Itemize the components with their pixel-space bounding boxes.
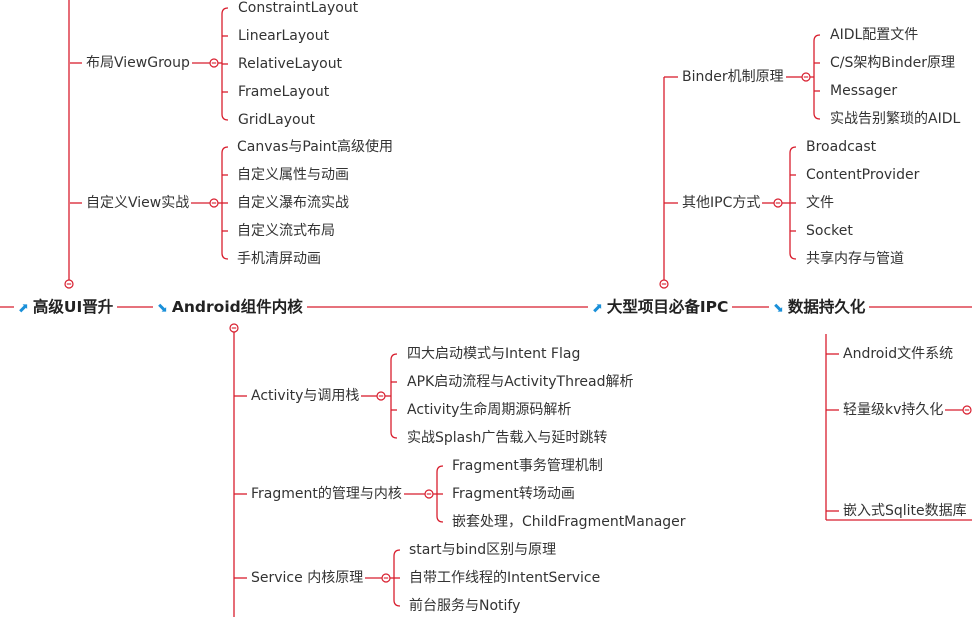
group-otheripc[interactable]: 其他IPC方式 [682,195,761,211]
main-topic-label: 大型项目必备IPC [606,298,729,316]
bracket-corner [789,252,797,260]
leaf-otheripc-2[interactable]: 文件 [806,195,834,211]
main-topic-label: 数据持久化 [787,298,866,316]
leaf-binder-3[interactable]: 实战告别繁琐的AIDL [830,111,961,127]
arrow-up-right-icon: ⬈ [18,301,29,316]
arrow-up-right-icon: ⬈ [592,301,603,316]
leaf-layout-1[interactable]: LinearLayout [238,28,330,44]
main-topic-label: 高级UI晋升 [32,298,114,316]
leaf-activity-0[interactable]: 四大启动模式与Intent Flag [407,346,581,362]
leaf-activity-2[interactable]: Activity生命周期源码解析 [407,402,572,418]
group-customview[interactable]: 自定义View实战 [86,195,190,211]
leaf-layout-2[interactable]: RelativeLayout [238,56,343,72]
leaf-layout-4[interactable]: GridLayout [238,112,315,128]
group-activity[interactable]: Activity与调用栈 [251,388,360,404]
group-service[interactable]: Service 内核原理 [251,570,364,586]
bracket-corner [393,599,401,607]
leaf-otheripc-0[interactable]: Broadcast [806,139,877,155]
leaf-otheripc-4[interactable]: 共享内存与管道 [806,251,904,267]
main-topic-ipc[interactable]: ⬈大型项目必备IPC [588,297,733,319]
leaf-service-2[interactable]: 前台服务与Notify [409,598,521,614]
leaf-binder-1[interactable]: C/S架构Binder原理 [830,55,956,71]
leaf-customview-4[interactable]: 手机清屏动画 [237,251,321,267]
bracket-corner [789,146,797,154]
leaf-customview-3[interactable]: 自定义流式布局 [237,223,335,239]
bracket-corner [393,549,401,557]
bracket-corner [390,353,398,361]
main-topic-ui[interactable]: ⬈高级UI晋升 [14,297,118,319]
main-topic-android[interactable]: ⬊Android组件内核 [153,297,307,319]
leaf-activity-1[interactable]: APK启动流程与ActivityThread解析 [407,374,634,390]
bracket-corner [436,465,444,473]
arrow-down-right-icon: ⬊ [157,301,168,316]
leaf-otheripc-1[interactable]: ContentProvider [806,167,920,183]
leaf-activity-3[interactable]: 实战Splash广告载入与延时跳转 [407,430,608,446]
bracket-corner [221,252,229,260]
leaf-service-0[interactable]: start与bind区别与原理 [409,542,557,558]
leaf-otheripc-3[interactable]: Socket [806,223,853,239]
leaf-binder-0[interactable]: AIDL配置文件 [830,27,919,43]
bracket-corner [813,34,821,42]
bracket-corner [390,431,398,439]
leaf-fragment-2[interactable]: 嵌套处理，ChildFragmentManager [452,514,686,530]
leaf-binder-2[interactable]: Messager [830,83,898,99]
leaf-layout-3[interactable]: FrameLayout [238,84,330,100]
main-topic-label: Android组件内核 [171,298,303,316]
bracket-corner [221,113,229,121]
leaf-customview-0[interactable]: Canvas与Paint高级使用 [237,139,394,155]
arrow-down-right-icon: ⬊ [773,301,784,316]
group-files[interactable]: Android文件系统 [843,346,954,362]
leaf-fragment-1[interactable]: Fragment转场动画 [452,486,575,502]
main-topic-persist[interactable]: ⬊数据持久化 [769,297,870,319]
group-binder[interactable]: Binder机制原理 [682,69,784,85]
bracket-corner [221,7,229,15]
leaf-customview-2[interactable]: 自定义瀑布流实战 [237,195,349,211]
leaf-layout-0[interactable]: ConstraintLayout [238,0,359,16]
leaf-fragment-0[interactable]: Fragment事务管理机制 [452,458,603,474]
leaf-service-1[interactable]: 自带工作线程的IntentService [409,570,601,586]
bracket-corner [813,112,821,120]
group-fragment[interactable]: Fragment的管理与内核 [251,486,402,502]
group-layout[interactable]: 布局ViewGroup [86,55,190,71]
leaf-customview-1[interactable]: 自定义属性与动画 [237,167,349,183]
group-kv[interactable]: 轻量级kv持久化 [843,402,944,418]
bracket-corner [221,146,229,154]
bracket-corner [436,515,444,523]
group-sqlite[interactable]: 嵌入式Sqlite数据库 [843,503,967,519]
